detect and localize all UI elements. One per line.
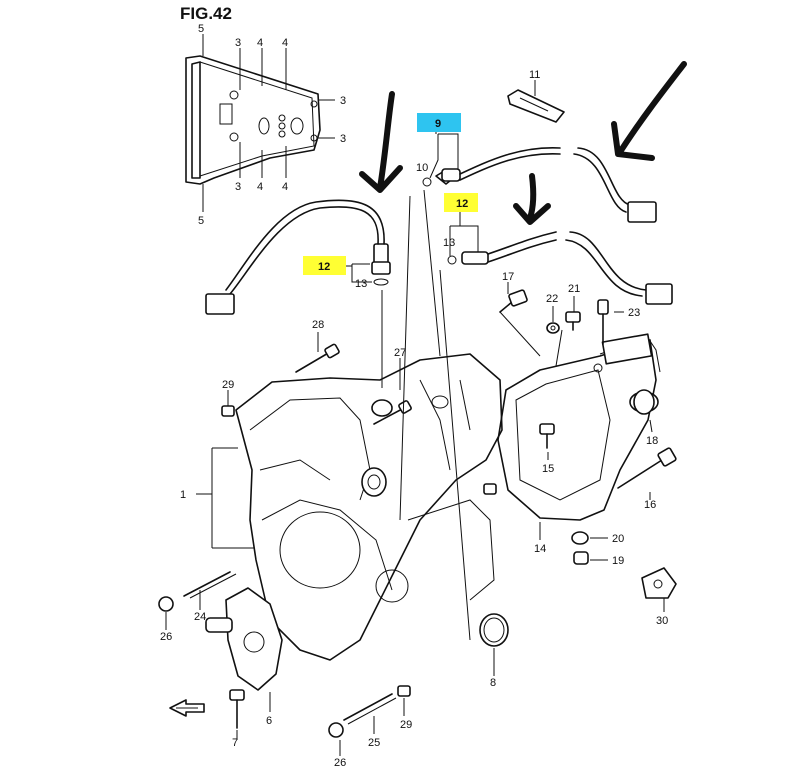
callout-4-bottom-b: 4 (282, 181, 288, 193)
callout-3-top: 3 (235, 37, 241, 49)
gasket-leaders (202, 34, 335, 212)
bolt-28 (295, 343, 340, 373)
callout-18: 18 (646, 435, 658, 447)
callout-4-top-b: 4 (282, 37, 288, 49)
washer-22 (546, 322, 560, 334)
bolt-21 (565, 311, 581, 331)
annotation-arrow-right (611, 61, 687, 161)
figure-title: FIG.42 (180, 4, 232, 23)
callout-27: 27 (394, 347, 406, 359)
leaders-12-13-right (449, 210, 479, 256)
plug-19 (573, 551, 589, 565)
callout-26-left: 26 (160, 631, 172, 643)
seal-18 (633, 389, 655, 415)
transmission-case-1 (235, 353, 503, 661)
callout-12-right: 12 (456, 198, 468, 210)
alignment-lines (381, 189, 563, 641)
gasket-plate (185, 55, 321, 185)
callout-13-right: 13 (443, 237, 455, 249)
callout-14: 14 (534, 543, 546, 555)
callout-3-right-a: 3 (340, 95, 346, 107)
sensor-harness-12-right (447, 231, 673, 305)
callout-1: 1 (180, 489, 186, 501)
callout-5-top: 5 (198, 23, 204, 35)
callout-15: 15 (542, 463, 554, 475)
sensor-harness-12-left (205, 199, 391, 315)
callout-7: 7 (232, 737, 238, 749)
callout-25: 25 (368, 737, 380, 749)
highlight-12-left (303, 256, 346, 275)
bolt-16 (617, 447, 677, 489)
callout-21: 21 (568, 283, 580, 295)
plug-20 (571, 531, 589, 545)
annotation-arrow-middle (513, 173, 551, 225)
callout-4-top-a: 4 (257, 37, 263, 49)
callout-4-bottom-a: 4 (257, 181, 263, 193)
extension-housing-14 (497, 333, 661, 521)
annotation-arrow-left (359, 91, 403, 193)
plate-30 (641, 567, 677, 599)
bolt-17 (499, 289, 541, 357)
highlight-12-right (444, 193, 478, 212)
callout-17: 17 (502, 271, 514, 283)
callout-16: 16 (644, 499, 656, 511)
callout-19: 19 (612, 555, 624, 567)
plug-15 (539, 423, 555, 449)
front-arrow-icon (169, 699, 205, 717)
cover-6 (205, 587, 283, 691)
callout-13-left: 13 (355, 278, 367, 290)
callout-20: 20 (612, 533, 624, 545)
callout-3-bottom: 3 (235, 181, 241, 193)
callout-28: 28 (312, 319, 324, 331)
callout-29-top: 29 (222, 379, 234, 391)
callout-24: 24 (194, 611, 206, 623)
sensor-harness-9 (422, 147, 657, 223)
callout-8: 8 (490, 677, 496, 689)
callout-12-left: 12 (318, 261, 330, 273)
callout-30: 30 (656, 615, 668, 627)
callout-22: 22 (546, 293, 558, 305)
callout-6: 6 (266, 715, 272, 727)
callout-11: 11 (529, 69, 540, 81)
part-leaders (165, 282, 665, 756)
callout-23: 23 (628, 307, 640, 319)
bracket-11 (507, 80, 565, 123)
dowel-29-bottom (397, 685, 411, 697)
dowel-29-top (221, 405, 235, 417)
nut-26-bottom (328, 722, 344, 738)
callout-29-bottom: 29 (400, 719, 412, 731)
callout-26-bottom: 26 (334, 757, 346, 768)
bolt-7 (229, 689, 245, 729)
callout-9: 9 (435, 118, 441, 130)
callout-5-bottom: 5 (198, 215, 204, 227)
nut-26-left (158, 596, 174, 612)
stud-25 (343, 693, 397, 725)
dowel-sensor-hole (483, 483, 497, 495)
seal-8 (479, 613, 509, 647)
callout-3-right-b: 3 (340, 133, 346, 145)
stud-24 (183, 571, 237, 599)
highlight-9 (417, 113, 461, 132)
pin-23 (597, 299, 609, 345)
bolt-27 (373, 400, 412, 425)
bracket-1 (196, 447, 254, 549)
callout-10: 10 (416, 162, 428, 174)
